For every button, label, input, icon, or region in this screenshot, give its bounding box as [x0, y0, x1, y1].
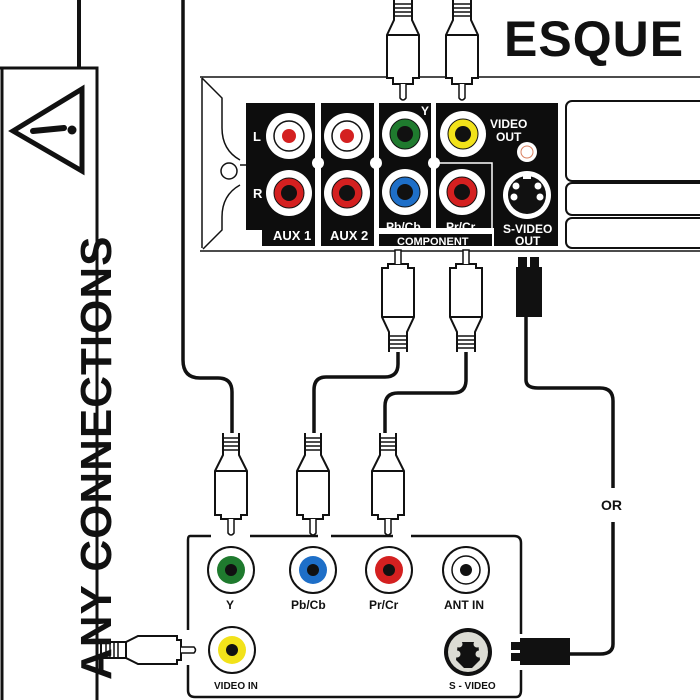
page-title: ESQUE: [504, 11, 685, 67]
label-video-in: VIDEO IN: [214, 681, 258, 692]
svideo-plug-source[interactable]: [516, 257, 542, 317]
jack-svideo-out[interactable]: [503, 171, 551, 219]
label-svideo-out-2: OUT: [515, 234, 541, 248]
panel-slot-top: [565, 100, 700, 182]
jack-svideo-in[interactable]: [444, 628, 492, 676]
rca-plug-target-pb[interactable]: [296, 433, 330, 536]
or-label: OR: [601, 497, 622, 513]
jack-component-y-out[interactable]: [382, 111, 428, 157]
jack-ant-in[interactable]: [442, 546, 490, 594]
svideo-plug-target[interactable]: [511, 638, 570, 665]
label-aux1: AUX 1: [273, 228, 311, 243]
label-video-out-2: OUT: [496, 130, 522, 144]
source-device: L R AUX 1 AUX 2 Y Pb/Cb Pr/Cr COMPONENT …: [200, 76, 700, 252]
label-y-out: Y: [421, 104, 429, 118]
rca-plug-target-pr[interactable]: [371, 433, 405, 536]
jack-component-pb-out[interactable]: [382, 169, 428, 215]
rca-plug-video-in[interactable]: [100, 635, 197, 665]
cable-svideo: [524, 317, 615, 656]
warning-triangle-icon: [8, 84, 85, 176]
svideo-led: [517, 142, 537, 162]
jack-component-pr-out[interactable]: [439, 169, 485, 215]
cable-y-source-line: [181, 0, 234, 435]
rca-plug-source-pb[interactable]: [381, 249, 415, 352]
sidebar-panel: [0, 0, 99, 700]
panel-slot-middle: [565, 182, 700, 216]
rca-plug-top-video[interactable]: [445, 0, 479, 101]
target-device: Y Pb/Cb Pr/Cr ANT IN VIDEO IN S - VIDEO: [186, 534, 523, 699]
label-ant-in: ANT IN: [444, 598, 484, 612]
label-pb-in: Pb/Cb: [291, 598, 326, 612]
jack-aux2-l[interactable]: [324, 113, 370, 159]
jack-pr-in[interactable]: [365, 546, 413, 594]
jack-aux2-r[interactable]: [324, 170, 370, 216]
label-r: R: [253, 186, 263, 201]
label-svideo-out-1: S-VIDEO: [503, 222, 552, 236]
jack-video-in[interactable]: [208, 626, 256, 674]
cable-pr: [383, 352, 468, 435]
rca-plug-target-y[interactable]: [214, 433, 248, 536]
rca-plug-top-y[interactable]: [386, 0, 420, 101]
label-pr-in: Pr/Cr: [369, 598, 399, 612]
label-component: COMPONENT: [397, 236, 469, 248]
label-pb-out: Pb/Cb: [386, 220, 421, 234]
jack-aux1-r[interactable]: [266, 170, 312, 216]
mount-hole: [220, 162, 238, 180]
rca-plug-source-pr[interactable]: [449, 249, 483, 352]
label-s-video: S - VIDEO: [449, 681, 496, 692]
jack-y-in[interactable]: [207, 546, 255, 594]
jack-video-out[interactable]: [440, 111, 486, 157]
jack-aux1-l[interactable]: [266, 113, 312, 159]
label-y-in: Y: [226, 598, 234, 612]
cable-pb: [312, 352, 400, 435]
label-video-out-1: VIDEO: [490, 117, 527, 131]
label-l: L: [253, 129, 261, 144]
jack-pb-in[interactable]: [289, 546, 337, 594]
label-pr-out: Pr/Cr: [446, 220, 476, 234]
label-aux2: AUX 2: [330, 228, 368, 243]
panel-slot-bottom: [565, 217, 700, 249]
sidebar-heading: ANY CONNECTIONS: [72, 235, 121, 680]
